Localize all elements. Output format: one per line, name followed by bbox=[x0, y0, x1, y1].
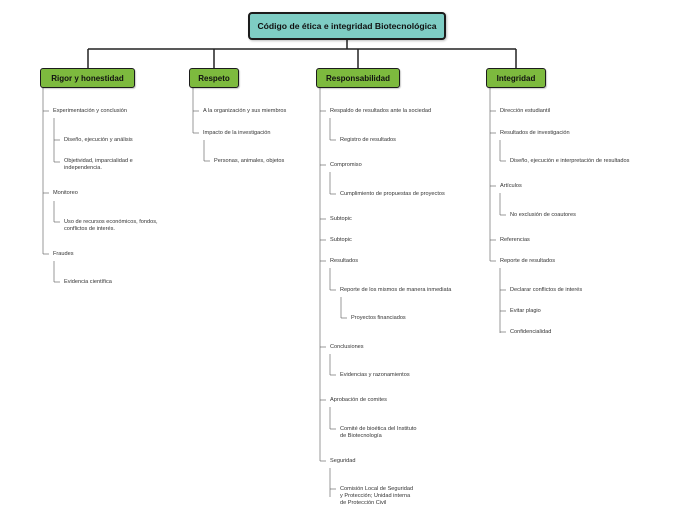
branch-respeto[interactable]: Respeto bbox=[189, 68, 239, 88]
node-respaldo[interactable]: Respaldo de resultados ante la sociedad bbox=[330, 108, 432, 114]
node-personas[interactable]: Personas, animales, objetos bbox=[214, 158, 285, 164]
node-articulos[interactable]: Artículos bbox=[500, 183, 522, 189]
node-evidencias[interactable]: Evidencias y razonamientos bbox=[340, 372, 410, 378]
node-resultados-investigacion[interactable]: Resultados de investigación bbox=[500, 130, 570, 136]
node-no-exclusion[interactable]: No exclusión de coautores bbox=[510, 212, 576, 218]
node-diseno-interpretacion[interactable]: Diseño, ejecución e interpretación de re… bbox=[510, 158, 630, 164]
node-line: conflictos de interés. bbox=[64, 226, 115, 232]
node-evitar-plagio[interactable]: Evitar plagio bbox=[510, 308, 541, 314]
node-subtopic-1[interactable]: Subtopic bbox=[330, 216, 352, 222]
node-referencias[interactable]: Referencias bbox=[500, 237, 530, 243]
node-line: Comité de bioética del Instituto bbox=[340, 426, 417, 432]
node-cumplimiento[interactable]: Cumplimiento de propuestas de proyectos bbox=[340, 191, 445, 197]
node-line: de Biotecnología bbox=[340, 433, 382, 439]
node-comite-bioetica[interactable]: Comité de bioética del Instituto de Biot… bbox=[340, 426, 417, 440]
root-topic[interactable]: Código de ética e integridad Biotecnológ… bbox=[248, 12, 446, 40]
node-fraudes[interactable]: Fraudes bbox=[53, 251, 74, 257]
branch-rigor-honestidad[interactable]: Rigor y honestidad bbox=[40, 68, 135, 88]
node-seguridad[interactable]: Seguridad bbox=[330, 458, 356, 464]
branch-integridad[interactable]: Integridad bbox=[486, 68, 546, 88]
node-registro[interactable]: Registro de resultados bbox=[340, 137, 396, 143]
node-line: Uso de recursos económicos, fondos, bbox=[64, 219, 158, 225]
node-subtopic-2[interactable]: Subtopic bbox=[330, 237, 352, 243]
node-evidencia-cientifica[interactable]: Evidencia científica bbox=[64, 279, 112, 285]
node-compromiso[interactable]: Compromiso bbox=[330, 162, 362, 168]
node-conclusiones[interactable]: Conclusiones bbox=[330, 344, 364, 350]
node-confidencialidad[interactable]: Confidencialidad bbox=[510, 329, 552, 335]
node-uso-recursos[interactable]: Uso de recursos económicos, fondos, conf… bbox=[64, 219, 158, 233]
node-resultados[interactable]: Resultados bbox=[330, 258, 358, 264]
node-monitoreo[interactable]: Monitoreo bbox=[53, 190, 78, 196]
node-line: Objetividad, imparcialidad e bbox=[64, 158, 133, 164]
node-impacto[interactable]: Impacto de la investigación bbox=[203, 130, 271, 136]
node-line: y Protección; Unidad interna bbox=[340, 493, 411, 499]
node-line: Comisión Local de Seguridad bbox=[340, 486, 414, 492]
node-declarar-conflictos[interactable]: Declarar conflictos de interés bbox=[510, 287, 583, 293]
node-experimentacion[interactable]: Experimentación y conclusión bbox=[53, 108, 127, 114]
node-line: independencia. bbox=[64, 165, 102, 171]
node-organizacion[interactable]: A la organización y sus miembros bbox=[203, 108, 287, 114]
branch-responsabilidad[interactable]: Responsabilidad bbox=[316, 68, 400, 88]
node-comision-local[interactable]: Comisión Local de Seguridad y Protección… bbox=[340, 486, 413, 507]
node-line: de Protección Civil bbox=[340, 500, 387, 506]
node-diseno-ejecucion[interactable]: Diseño, ejecución y análisis bbox=[64, 137, 133, 143]
node-objetividad[interactable]: Objetividad, imparcialidad e independenc… bbox=[64, 158, 133, 172]
node-aprobacion[interactable]: Aprobación de comites bbox=[330, 397, 387, 403]
node-reporte-resultados[interactable]: Reporte de resultados bbox=[500, 258, 556, 264]
node-reporte-inmediato[interactable]: Reporte de los mismos de manera inmediat… bbox=[340, 287, 452, 293]
node-direccion-estudiantil[interactable]: Dirección estudiantil bbox=[500, 108, 551, 114]
node-proyectos-financiados[interactable]: Proyectos financiados bbox=[351, 315, 406, 321]
